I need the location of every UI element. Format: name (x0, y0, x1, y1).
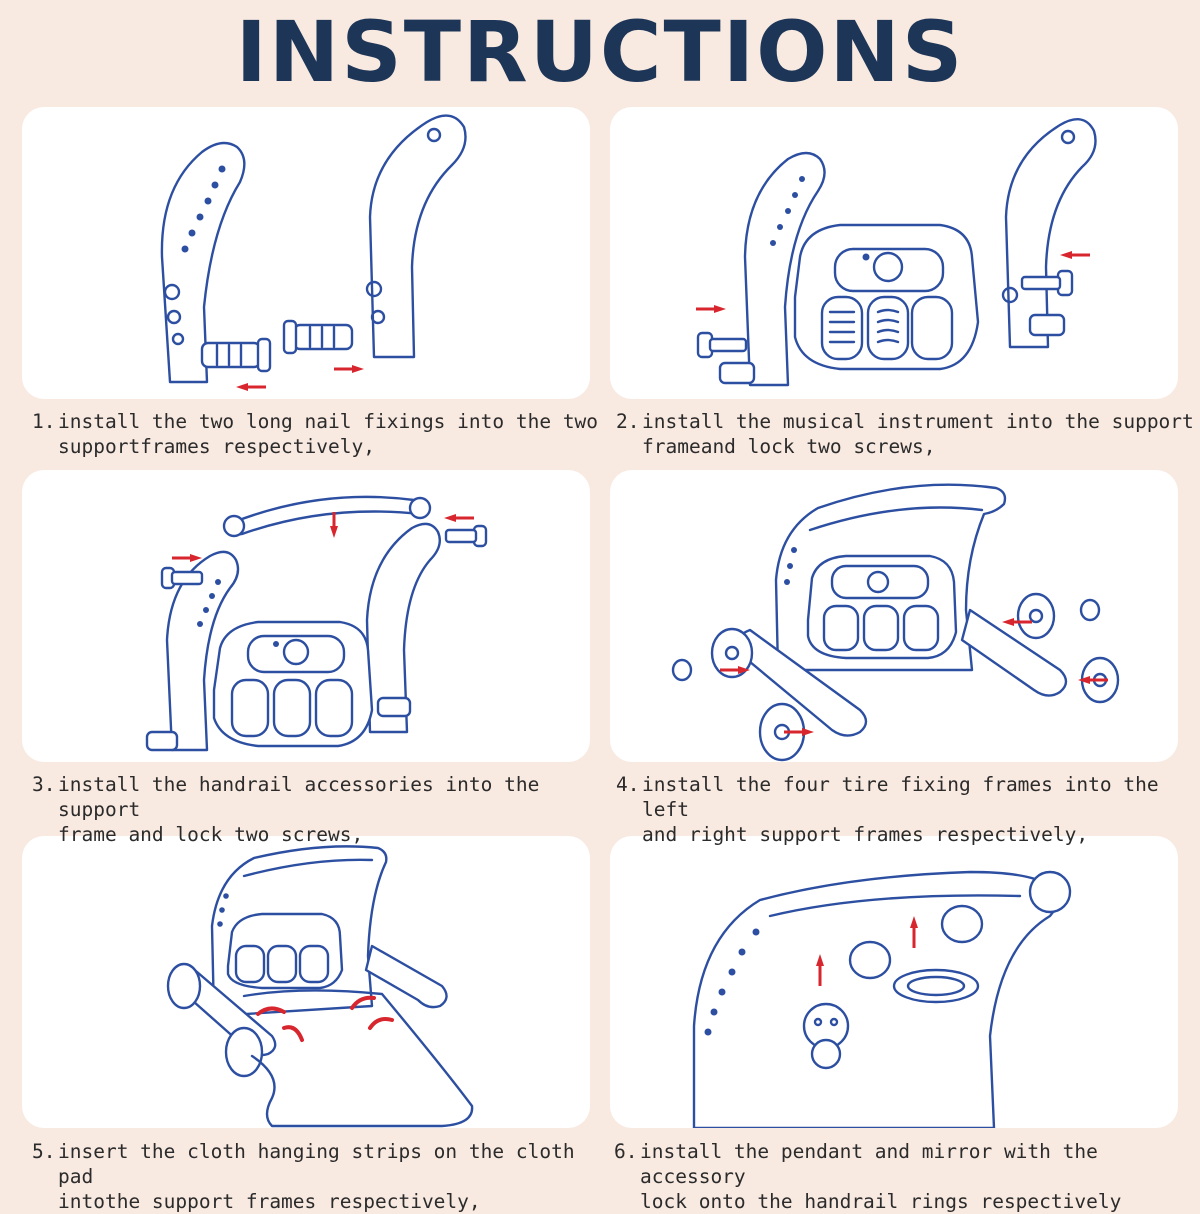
musical-instrument-panel (795, 225, 978, 369)
nail-left (202, 339, 270, 371)
screw-left (698, 333, 746, 357)
handrail (224, 497, 430, 536)
page-title: INSTRUCTIONS (0, 4, 1200, 100)
musical-instrument-panel (214, 622, 372, 746)
arrow-left-icon (236, 383, 266, 391)
step-number: 3. (32, 772, 55, 797)
step-4-diagram (610, 470, 1178, 762)
step-6-illustration (610, 836, 1178, 1128)
step-number: 1. (32, 409, 55, 434)
step-number: 6. (614, 1139, 637, 1164)
arrow-right-icon (172, 554, 202, 562)
step-number: 2. (616, 409, 639, 434)
step-number: 4. (616, 772, 639, 797)
step-5-diagram (22, 836, 590, 1128)
nail-right (284, 321, 352, 353)
arrow-right-icon (696, 305, 726, 313)
arrow-down-icon (330, 512, 338, 538)
step-3-diagram (22, 470, 590, 762)
step-5-illustration (22, 836, 590, 1128)
step-4-illustration (610, 470, 1178, 762)
step-3-illustration (22, 470, 590, 762)
step-text: install the four tire fixing frames into… (642, 772, 1197, 847)
step-1-illustration (22, 107, 590, 399)
step-2-illustration (610, 107, 1178, 399)
arrow-right-icon (334, 365, 364, 373)
step-text: insert the cloth hanging strips on the c… (58, 1139, 613, 1214)
step-6-diagram (610, 836, 1178, 1128)
arrow-left-icon (444, 514, 474, 522)
step-text: install the two long nail fixings into t… (58, 409, 613, 459)
step-text: install the musical instrument into the … (642, 409, 1197, 459)
mirror (894, 970, 978, 1002)
step-text: install the pendant and mirror with the … (640, 1139, 1195, 1214)
step-text: install the handrail accessories into th… (58, 772, 613, 847)
step-1-diagram (22, 107, 590, 399)
step-2-diagram (610, 107, 1178, 399)
step-number: 5. (32, 1139, 55, 1164)
arrow-left-icon (1060, 251, 1090, 259)
